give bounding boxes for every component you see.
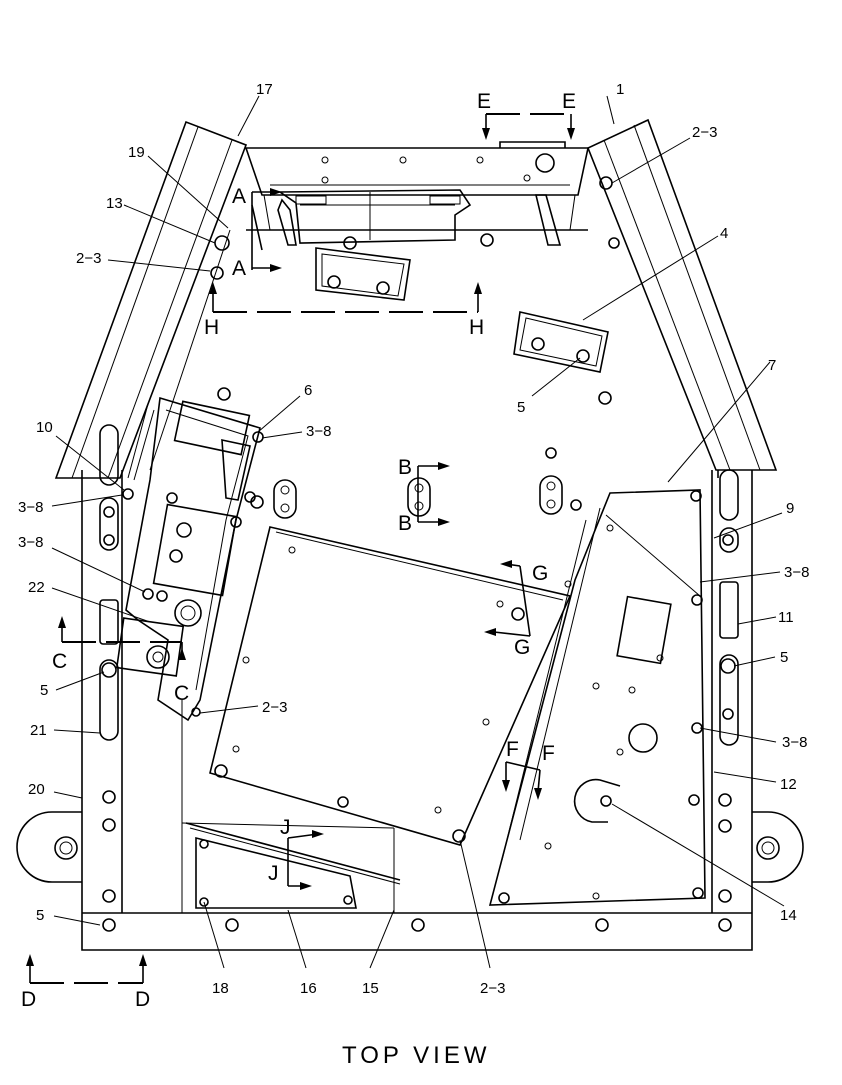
left-upright [99,424,119,741]
callout-3-8-right-b: 3−8 [782,734,807,751]
callout-21: 21 [30,722,47,739]
callout-5-mid: 5 [517,399,525,416]
section-c-left: C [52,650,67,673]
plate-bolts [210,176,620,511]
callout-16: 16 [300,980,317,997]
section-d-left: D [21,988,36,1011]
callout-12: 12 [780,776,797,793]
section-a-bottom: A [232,257,246,280]
callout-7: 7 [768,357,776,374]
callout-4: 4 [720,225,728,242]
frame-bolts [102,790,732,932]
left-side-rail [54,120,248,479]
callout-10: 10 [36,419,53,436]
right-wheel [752,811,804,883]
section-f-left: F [506,738,519,761]
center-panel [209,491,572,846]
section-letters: E E A A H H B B G G C C F F J J D D [21,90,576,1011]
section-lines [26,113,575,984]
callout-6: 6 [304,382,312,399]
callout-2-3-bottom: 2−3 [480,980,505,997]
section-h-right: H [469,316,484,339]
lower-cover [181,822,401,913]
section-j-bottom: J [268,862,279,885]
clip-lower [513,311,609,373]
base-frame [81,470,753,951]
section-b-bottom: B [398,512,412,535]
section-j-top: J [280,816,291,839]
section-g-top: G [532,562,548,585]
callout-2-3-center: 2−3 [262,699,287,716]
callout-5-left: 5 [40,682,48,699]
section-c-right: C [174,682,189,705]
right-side-rail [586,118,778,471]
section-g-bottom: G [514,636,530,659]
clip-upper [315,247,411,301]
callout-17: 17 [256,81,273,98]
section-e-right: E [562,90,576,113]
leader-lines [51,95,785,969]
callout-22: 22 [28,579,45,596]
callout-19: 19 [128,144,145,161]
callout-15: 15 [362,980,379,997]
callout-20: 20 [28,781,45,798]
callout-2-3-top-right: 2−3 [692,124,717,141]
left-wheel [16,811,82,883]
callout-3-8-mid: 3−8 [306,423,331,440]
callout-labels: 1 17 2−3 19 13 2−3 4 5 6 3−8 7 10 3−8 9 … [18,81,809,997]
callout-18: 18 [212,980,229,997]
callout-1: 1 [616,81,624,98]
view-title: TOP VIEW [342,1042,490,1069]
callout-3-8-left-a: 3−8 [18,499,43,516]
right-upright [717,469,739,746]
section-b-top: B [398,456,412,479]
section-d-right: D [135,988,150,1011]
section-f-right: F [542,742,555,765]
top-header-assembly [244,141,589,251]
callout-14: 14 [780,907,797,924]
callout-9: 9 [786,500,794,517]
callout-5-bottom: 5 [36,907,44,924]
slot-pairs [273,475,563,519]
section-a-top: A [232,185,246,208]
callout-3-8-left-b: 3−8 [18,534,43,551]
section-h-left: H [204,316,219,339]
section-e-left: E [477,90,491,113]
callout-13: 13 [106,195,123,212]
callout-11: 11 [778,609,794,626]
callout-5-right: 5 [780,649,788,666]
left-control-box [115,396,264,722]
callout-3-8-right-a: 3−8 [784,564,809,581]
upper-plate [149,229,588,471]
callout-2-3-left: 2−3 [76,250,101,267]
right-diagonal-plate [488,489,706,906]
